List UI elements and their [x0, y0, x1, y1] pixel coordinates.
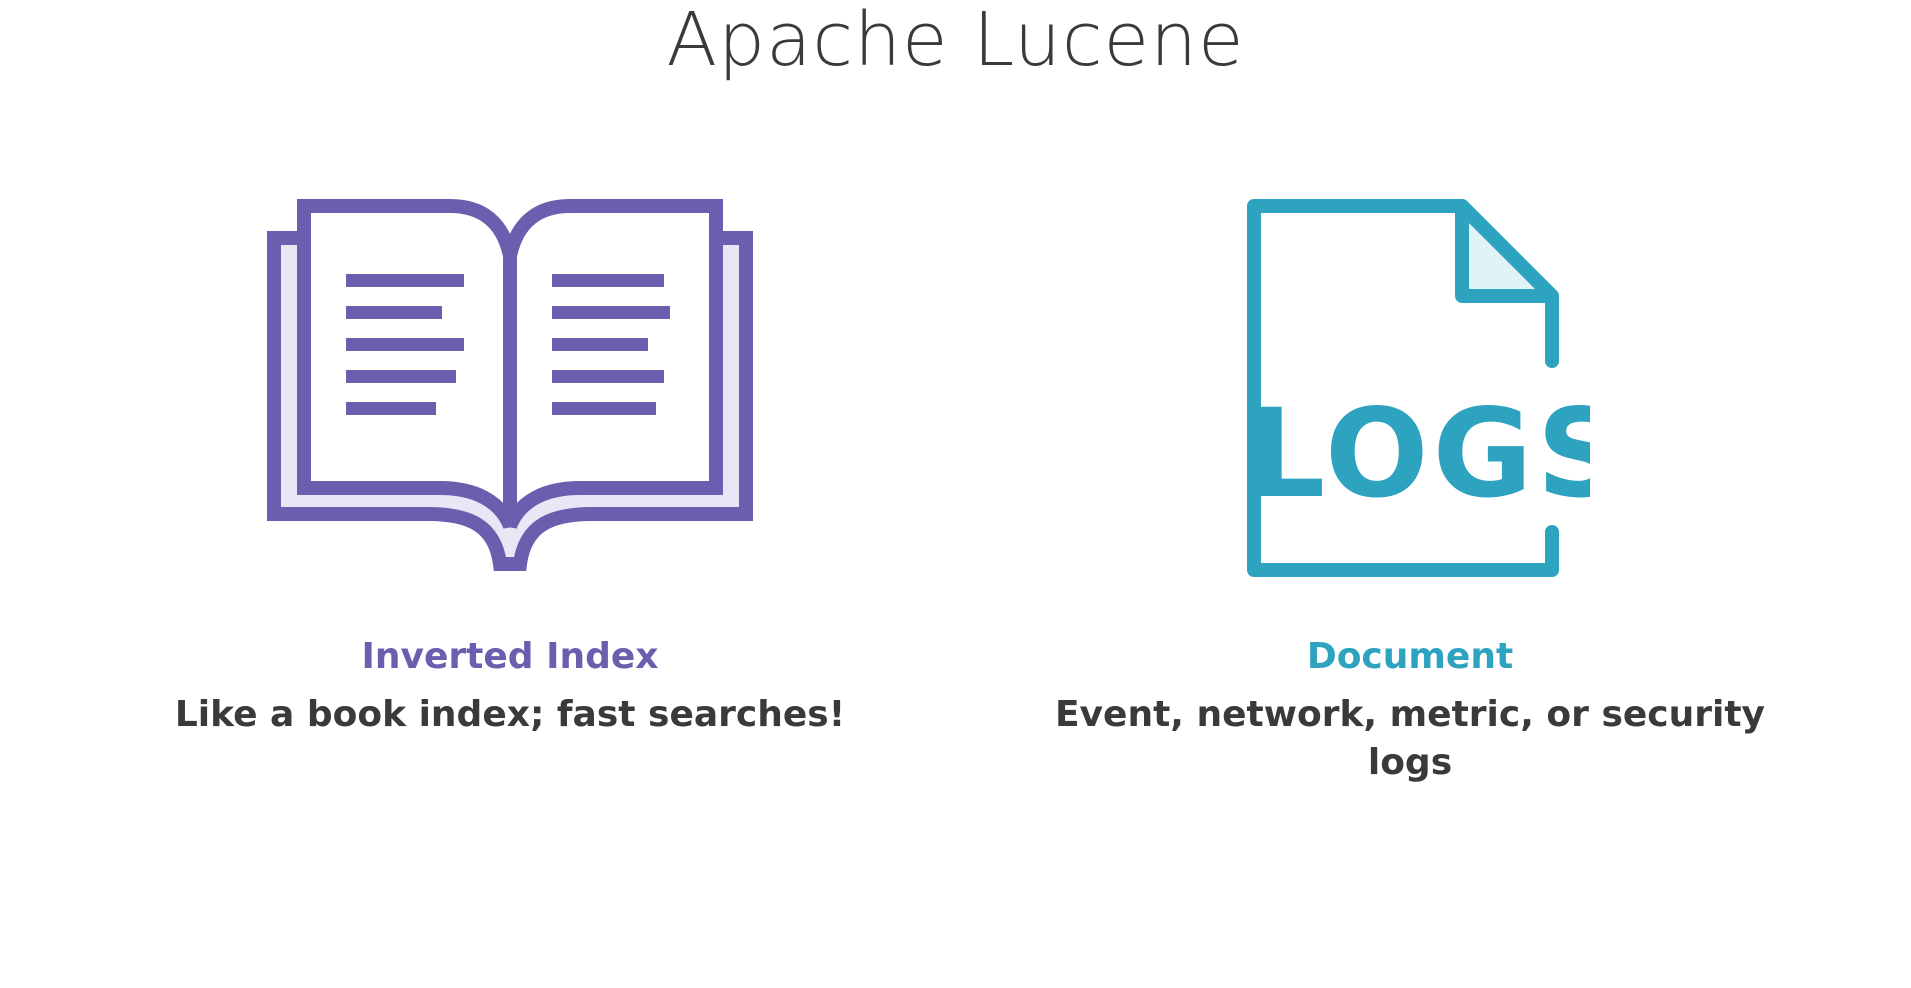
document-description: Event, network, metric, or security logs: [1054, 694, 1766, 783]
open-book-icon: [130, 196, 890, 581]
document-card: LOGS Document Event, network, metric, or…: [1030, 196, 1790, 787]
slide-title: Apache Lucene: [666, 0, 1245, 83]
document-title: Document: [1306, 636, 1514, 677]
inverted-index-title: Inverted Index: [361, 636, 659, 677]
inverted-index-description: Like a book index; fast searches!: [174, 694, 846, 735]
logs-document-icon: LOGS: [1030, 196, 1790, 581]
inverted-index-card: Inverted Index Like a book index; fast s…: [130, 196, 890, 739]
logs-label: LOGS: [1247, 383, 1590, 525]
